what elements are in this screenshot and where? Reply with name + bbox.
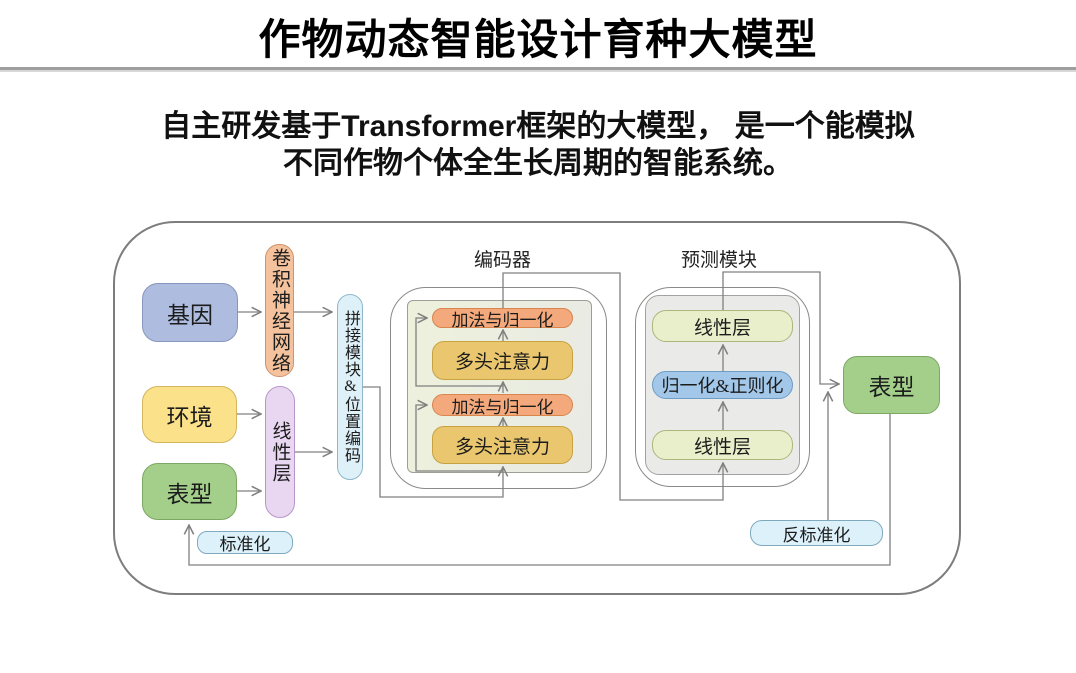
subtitle-line-1: 自主研发基于Transformer框架的大模型， 是一个能模拟 bbox=[161, 110, 915, 143]
title-divider bbox=[0, 67, 1076, 72]
predictor-linear-top-box: 线性层 bbox=[652, 310, 793, 342]
encoder-add-norm-1-box: 加法与归一化 bbox=[432, 308, 573, 330]
subtitle-line-2: 不同作物个体全生长周期的智能系统。 bbox=[283, 147, 793, 180]
concat-position-encoding-box: 拼接模块&位置编码 bbox=[337, 294, 363, 480]
output-phenotype-box: 表型 bbox=[843, 356, 940, 414]
standardize-box: 标准化 bbox=[197, 531, 293, 554]
wire-predictor-to-output bbox=[722, 271, 839, 384]
input-gene-box: 基因 bbox=[142, 283, 238, 342]
predictor-linear-bottom-box: 线性层 bbox=[652, 430, 793, 460]
input-phenotype-box: 表型 bbox=[142, 463, 237, 520]
slide-title: 作物动态智能设计育种大模型 bbox=[258, 16, 818, 63]
predictor-norm-reg-box: 归一化&正则化 bbox=[652, 371, 793, 399]
cnn-module-box: 卷积神经网络 bbox=[265, 244, 294, 377]
predictor-label: 预测模块 bbox=[680, 250, 757, 271]
slide-subtitle: 自主研发基于Transformer框架的大模型， 是一个能模拟 不同作物个体全生… bbox=[0, 108, 1076, 182]
input-environment-box: 环境 bbox=[142, 386, 237, 443]
destandardize-box: 反标准化 bbox=[750, 520, 883, 546]
wire-skip-lower bbox=[415, 405, 503, 472]
encoder-attention-1-box: 多头注意力 bbox=[432, 341, 573, 380]
wire-skip-upper bbox=[415, 318, 503, 387]
encoder-add-norm-2-box: 加法与归一化 bbox=[432, 394, 573, 417]
linear-layer-column-box: 线性层 bbox=[265, 386, 295, 518]
wire-concat-to-encoder bbox=[363, 386, 503, 498]
wire-encoder-to-predictor bbox=[502, 272, 723, 501]
encoder-label: 编码器 bbox=[473, 250, 531, 271]
wire-output-feedback-loop bbox=[189, 414, 891, 566]
encoder-attention-2-box: 多头注意力 bbox=[432, 426, 573, 464]
